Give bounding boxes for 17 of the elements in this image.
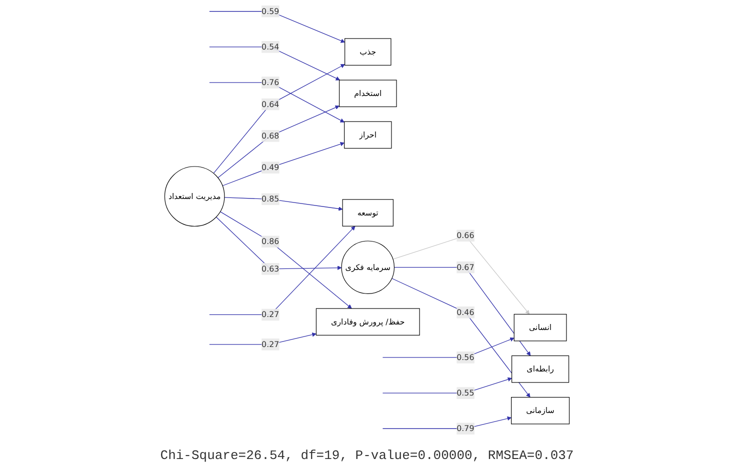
arrow — [209, 332, 316, 345]
arrow — [222, 142, 345, 186]
arrow — [213, 64, 346, 174]
arrow — [209, 226, 356, 316]
arrow — [209, 46, 340, 80]
arrow — [382, 416, 512, 429]
arrow — [209, 11, 346, 43]
arrow — [392, 278, 530, 398]
arrow — [382, 337, 514, 358]
arrow — [220, 211, 352, 309]
arrow — [394, 267, 531, 356]
arrow — [382, 377, 512, 394]
arrow — [224, 197, 343, 211]
arrow — [216, 216, 342, 270]
arrow — [218, 105, 340, 178]
arrow — [209, 82, 345, 122]
fit-statistics-caption: Chi-Square=26.54, df=19, P-value=0.00000, RMSEA=0.037 — [159, 448, 575, 463]
